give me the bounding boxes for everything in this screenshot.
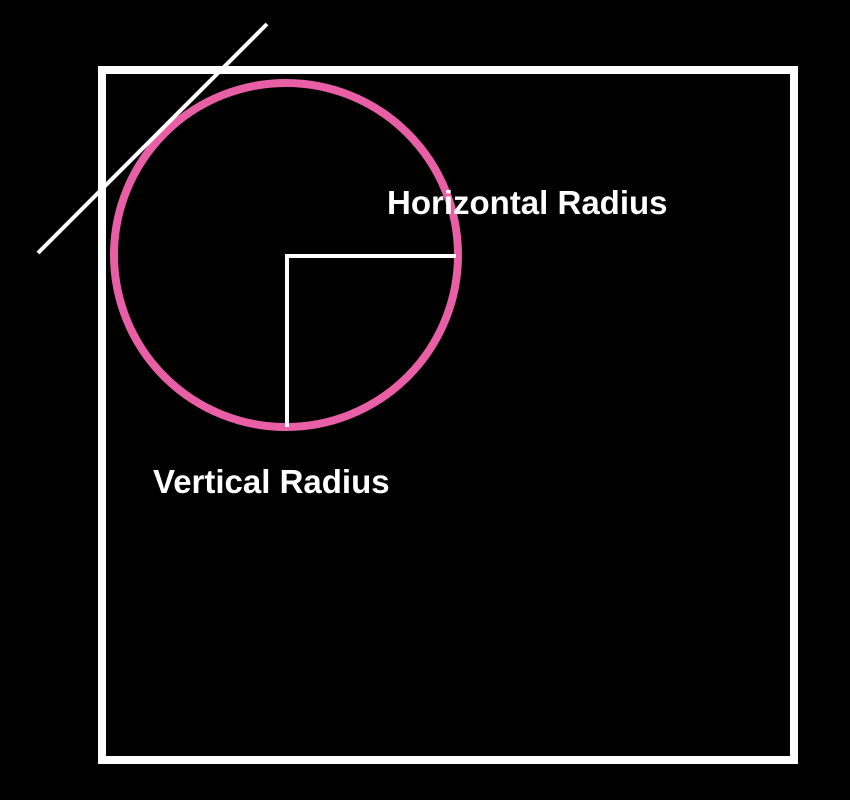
tangent-line (36, 22, 269, 255)
vertical-radius-label: Vertical Radius (153, 463, 390, 500)
element-box (98, 66, 798, 764)
horizontal-radius-label: Horizontal Radius (387, 184, 668, 221)
